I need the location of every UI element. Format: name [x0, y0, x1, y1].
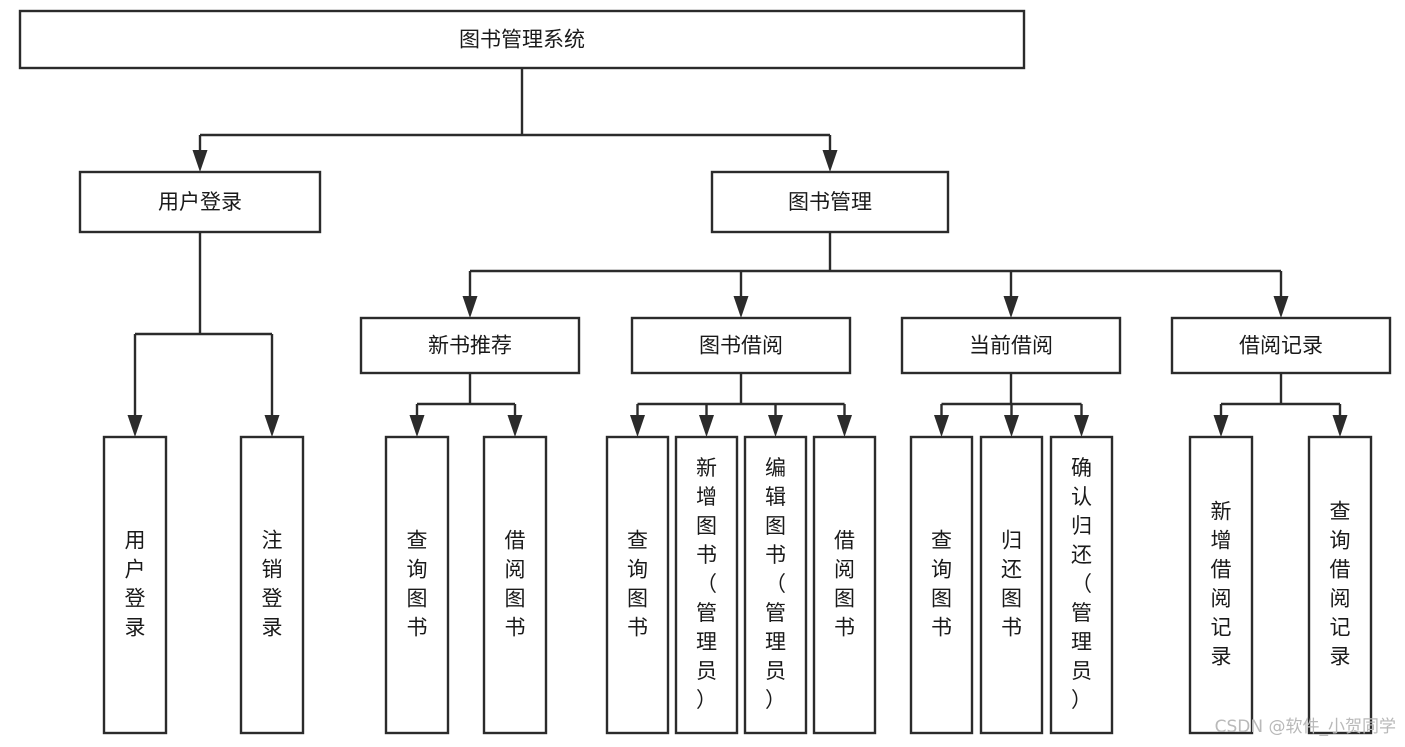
arrow-head-icon	[1273, 296, 1289, 318]
node-current-borrow[interactable]: 当前借阅	[900, 316, 1122, 375]
arrow-head-icon	[1004, 415, 1019, 437]
connector-layer	[127, 68, 1348, 437]
arrow-head-icon	[1003, 296, 1019, 318]
node-label-root: 图书管理系统	[459, 28, 585, 52]
connector-group-current-borrow	[934, 373, 1089, 437]
node-box-leaf-rec-query-book[interactable]	[384, 435, 450, 735]
node-borrow-record[interactable]: 借阅记录	[1170, 316, 1392, 375]
arrow-head-icon	[630, 415, 645, 437]
arrow-head-icon	[733, 296, 749, 318]
node-label-leaf-rec-add-record: 新增借阅记录	[1211, 500, 1232, 669]
node-leaf-borrow-borrow-book[interactable]: 借阅图书	[812, 435, 877, 735]
node-box-leaf-borrow-borrow-book[interactable]	[812, 435, 877, 735]
node-root[interactable]: 图书管理系统	[18, 9, 1026, 70]
node-box-leaf-borrow-query-book[interactable]	[605, 435, 670, 735]
node-box-leaf-borrow-edit-book[interactable]	[743, 435, 808, 735]
node-label-borrow-record: 借阅记录	[1239, 334, 1323, 358]
arrow-head-icon	[462, 296, 478, 318]
node-book-manage[interactable]: 图书管理	[710, 170, 950, 234]
node-label-book-borrow: 图书借阅	[699, 334, 783, 358]
node-box-root[interactable]	[18, 9, 1026, 70]
node-box-current-borrow[interactable]	[900, 316, 1122, 375]
node-label-user-login: 用户登录	[158, 190, 242, 214]
node-leaf-rec-query-record[interactable]: 查询借阅记录	[1307, 435, 1373, 735]
node-user-login[interactable]: 用户登录	[78, 170, 322, 234]
arrow-head-icon	[934, 415, 949, 437]
node-label-leaf-borrow-query-book: 查询图书	[627, 529, 648, 640]
connector-group-borrow-record	[1213, 373, 1348, 437]
connector-group-book-manage	[462, 232, 1289, 318]
connector-group-new-book-rec	[409, 373, 523, 437]
node-label-leaf-user-logout: 注销登录	[262, 529, 283, 640]
node-box-leaf-rec-add-record[interactable]	[1188, 435, 1254, 735]
connector-group-user-login	[127, 232, 280, 437]
node-box-leaf-user-logout[interactable]	[239, 435, 305, 735]
node-box-book-borrow[interactable]	[630, 316, 852, 375]
arrow-head-icon	[1332, 415, 1348, 437]
node-leaf-user-login[interactable]: 用户登录	[102, 435, 168, 735]
node-leaf-borrow-edit-book[interactable]: 编辑图书（管理员）	[743, 435, 808, 735]
arrow-head-icon	[822, 150, 838, 172]
node-leaf-cur-query-book[interactable]: 查询图书	[909, 435, 974, 735]
connector-group-book-borrow	[630, 373, 852, 437]
node-leaf-cur-return-book[interactable]: 归还图书	[979, 435, 1044, 735]
node-leaf-borrow-query-book[interactable]: 查询图书	[605, 435, 670, 735]
node-leaf-rec-add-record[interactable]: 新增借阅记录	[1188, 435, 1254, 735]
arrow-head-icon	[192, 150, 208, 172]
arrow-head-icon	[1074, 415, 1089, 437]
node-leaf-rec-borrow-book[interactable]: 借阅图书	[482, 435, 548, 735]
arrow-head-icon	[837, 415, 852, 437]
node-label-current-borrow: 当前借阅	[969, 334, 1053, 358]
node-label-leaf-rec-query-record: 查询借阅记录	[1330, 500, 1351, 669]
node-box-leaf-borrow-add-book[interactable]	[674, 435, 739, 735]
node-label-leaf-rec-borrow-book: 借阅图书	[505, 529, 526, 640]
node-label-leaf-cur-return-book: 归还图书	[1001, 529, 1022, 640]
node-label-new-book-rec: 新书推荐	[428, 334, 512, 358]
node-box-leaf-rec-borrow-book[interactable]	[482, 435, 548, 735]
node-label-book-manage: 图书管理	[788, 190, 872, 214]
node-box-leaf-cur-confirm-return[interactable]	[1049, 435, 1114, 735]
connector-group-root	[192, 68, 838, 172]
node-leaf-rec-query-book[interactable]: 查询图书	[384, 435, 450, 735]
node-leaf-cur-confirm-return[interactable]: 确认归还（管理员）	[1049, 435, 1114, 735]
node-label-leaf-rec-query-book: 查询图书	[407, 529, 428, 640]
node-box-new-book-rec[interactable]	[359, 316, 581, 375]
arrow-head-icon	[264, 415, 280, 437]
arrow-head-icon	[127, 415, 143, 437]
arrow-head-icon	[409, 415, 425, 437]
node-label-leaf-borrow-edit-book: 编辑图书（管理员）	[765, 456, 786, 712]
node-label-leaf-user-login: 用户登录	[125, 529, 146, 640]
csdn-watermark: CSDN @软件_小贺同学	[1215, 717, 1396, 737]
node-layer: 图书管理系统用户登录图书管理新书推荐图书借阅当前借阅借阅记录用户登录注销登录查询…	[18, 9, 1392, 735]
node-label-leaf-borrow-borrow-book: 借阅图书	[834, 529, 855, 640]
node-box-leaf-cur-query-book[interactable]	[909, 435, 974, 735]
node-leaf-borrow-add-book[interactable]: 新增图书（管理员）	[674, 435, 739, 735]
node-label-leaf-cur-query-book: 查询图书	[931, 529, 952, 640]
node-label-leaf-cur-confirm-return: 确认归还（管理员）	[1071, 456, 1092, 712]
node-new-book-rec[interactable]: 新书推荐	[359, 316, 581, 375]
node-box-borrow-record[interactable]	[1170, 316, 1392, 375]
node-label-leaf-borrow-add-book: 新增图书（管理员）	[696, 456, 717, 712]
node-box-leaf-user-login[interactable]	[102, 435, 168, 735]
arrow-head-icon	[699, 415, 714, 437]
node-box-user-login[interactable]	[78, 170, 322, 234]
arrow-head-icon	[768, 415, 783, 437]
node-box-leaf-rec-query-record[interactable]	[1307, 435, 1373, 735]
node-book-borrow[interactable]: 图书借阅	[630, 316, 852, 375]
node-leaf-user-logout[interactable]: 注销登录	[239, 435, 305, 735]
arrow-head-icon	[507, 415, 523, 437]
node-box-book-manage[interactable]	[710, 170, 950, 234]
node-box-leaf-cur-return-book[interactable]	[979, 435, 1044, 735]
arrow-head-icon	[1213, 415, 1229, 437]
